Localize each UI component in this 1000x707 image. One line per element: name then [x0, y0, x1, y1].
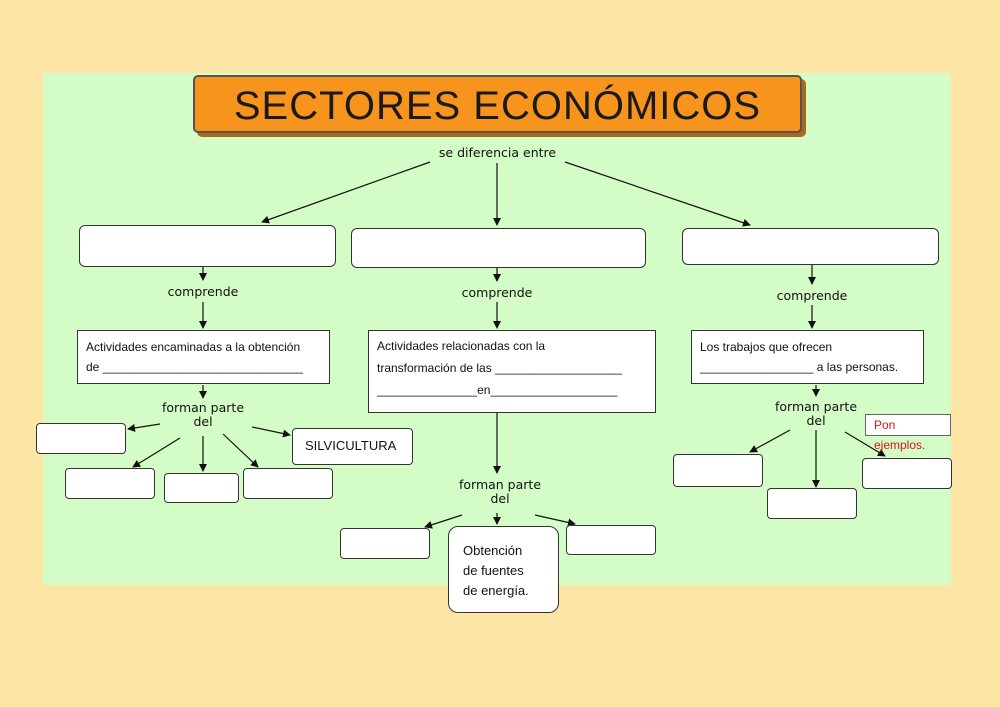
link-label-forman-primary-line-1: forman parte: [161, 400, 245, 415]
secondary-description-line-3: _______________en___________________: [377, 383, 618, 397]
link-label-forman-primary-line-2: del: [193, 414, 213, 429]
link-label-main: se diferencia entre: [438, 145, 557, 160]
silvicultura-box: SILVICULTURA: [292, 428, 413, 465]
link-label-forman-tertiary-line-2: del: [806, 413, 826, 428]
energy-line-2: de fuentes: [463, 563, 524, 578]
energy-sources-box: Obtención de fuentes de energía.: [448, 526, 559, 613]
link-label-forman-tertiary: forman parte del: [761, 400, 871, 428]
link-label-forman-secondary-line-1: forman parte: [458, 477, 542, 492]
link-label-comprende-secondary: comprende: [461, 285, 533, 300]
primary-description-line-1: Actividades encaminadas a la obtención: [86, 340, 301, 354]
primary-answer-box-3[interactable]: [164, 473, 239, 503]
tertiary-answer-box-1[interactable]: [673, 454, 763, 487]
tertiary-description-line-1: Los trabajos que ofrecen: [700, 340, 833, 354]
tertiary-answer-box-2[interactable]: [767, 488, 857, 519]
energy-line-1: Obtención: [463, 543, 523, 558]
primary-description-line-2: de ______________________________: [86, 360, 303, 374]
link-label-forman-secondary-line-2: del: [490, 491, 510, 506]
link-label-comprende-primary: comprende: [167, 284, 239, 299]
secondary-description: Actividades relacionadas con la transfor…: [368, 330, 656, 413]
secondary-sector-answer-box[interactable]: [351, 228, 646, 268]
secondary-description-line-1: Actividades relacionadas con la: [377, 339, 546, 353]
tertiary-description: Los trabajos que ofrecen _______________…: [691, 330, 924, 384]
tertiary-description-line-2: _________________ a las personas.: [700, 360, 899, 374]
secondary-answer-box-2[interactable]: [566, 525, 656, 555]
secondary-answer-box-1[interactable]: [340, 528, 430, 559]
tertiary-sector-answer-box[interactable]: [682, 228, 939, 265]
link-label-forman-primary: forman parte del: [148, 401, 258, 429]
link-label-forman-secondary: forman parte del: [445, 478, 555, 506]
examples-hint: Pon ejemplos.: [865, 414, 951, 452]
diagram-title: SECTORES ECONÓMICOS: [193, 75, 802, 133]
primary-description: Actividades encaminadas a la obtención d…: [77, 330, 330, 384]
link-label-forman-tertiary-line-1: forman parte: [774, 399, 858, 414]
primary-answer-box-4[interactable]: [243, 468, 333, 499]
secondary-description-line-2: transformación de las __________________…: [377, 361, 622, 375]
link-label-comprende-tertiary: comprende: [776, 288, 848, 303]
primary-answer-box-1[interactable]: [36, 423, 126, 454]
primary-sector-answer-box[interactable]: [79, 225, 336, 267]
energy-line-3: de energía.: [463, 583, 529, 598]
tertiary-answer-box-3[interactable]: [862, 458, 952, 489]
primary-answer-box-2[interactable]: [65, 468, 155, 499]
